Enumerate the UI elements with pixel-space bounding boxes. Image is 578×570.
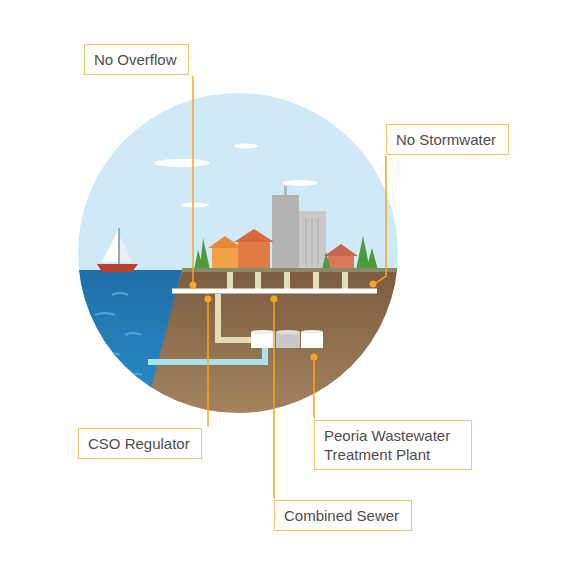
river (60, 270, 182, 420)
sewer-pipes (218, 272, 345, 340)
callout-box: CSO Regulator (78, 428, 202, 459)
callout-label: No Overflow (94, 50, 179, 69)
sky (70, 90, 410, 272)
callout-label: Combined Sewer (284, 506, 402, 525)
callout-box: No Stormwater (386, 124, 509, 155)
callout-box: Combined Sewer (274, 500, 412, 531)
callout-box: Peoria Wastewater Treatment Plant (314, 420, 472, 470)
callout-label: No Stormwater (396, 130, 499, 149)
city (194, 186, 378, 270)
sailboat (97, 228, 138, 272)
callout-box: No Overflow (84, 44, 189, 75)
callout-label: CSO Regulator (88, 434, 192, 453)
stormwater-pipe (172, 289, 377, 294)
callout-label: Peoria Wastewater Treatment Plant (324, 426, 462, 464)
callout-dots (190, 281, 377, 361)
ground (140, 270, 420, 420)
treatment-tanks (251, 330, 323, 348)
waves (95, 293, 142, 375)
scene (60, 90, 422, 420)
outfall-pipe (148, 346, 265, 362)
